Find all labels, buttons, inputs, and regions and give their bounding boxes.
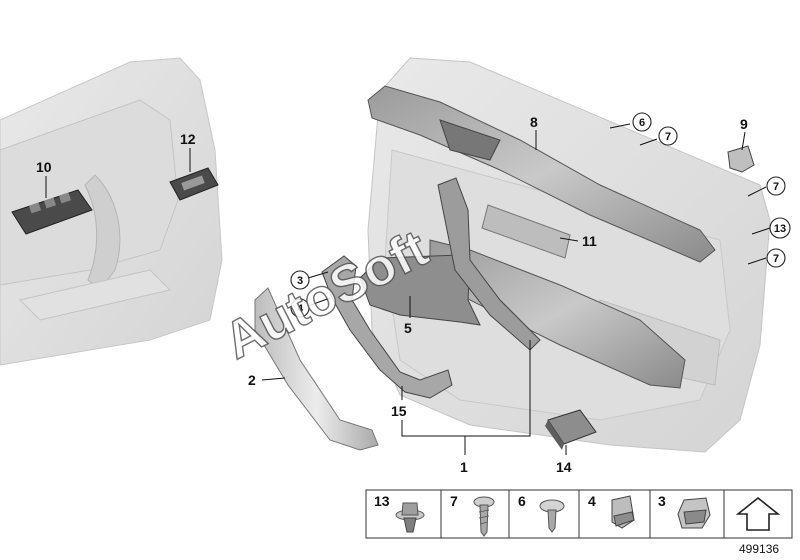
light-module bbox=[545, 409, 597, 450]
circled-callout-7c: 7 bbox=[766, 248, 786, 268]
circled-callout-6: 6 bbox=[632, 112, 652, 132]
window-switch-block bbox=[11, 189, 93, 235]
screw-icon bbox=[473, 496, 495, 537]
legend-num-1: 13 bbox=[374, 493, 390, 509]
armrest-insert bbox=[359, 254, 481, 326]
clip-9 bbox=[727, 145, 755, 173]
legend-num-3: 6 bbox=[518, 493, 526, 509]
svg-text:7: 7 bbox=[773, 253, 779, 265]
svg-text:4: 4 bbox=[297, 303, 304, 315]
callout-2: 2 bbox=[248, 372, 256, 388]
document-number: 499136 bbox=[739, 542, 779, 556]
callout-10: 10 bbox=[36, 159, 52, 175]
clip-nut-icon bbox=[611, 495, 635, 529]
legend-num-2: 7 bbox=[450, 493, 458, 509]
fastener-legend: 13 7 6 4 3 bbox=[365, 489, 793, 539]
svg-text:7: 7 bbox=[665, 131, 671, 143]
svg-text:3: 3 bbox=[297, 275, 303, 287]
svg-text:7: 7 bbox=[773, 181, 779, 193]
washer-screw-icon bbox=[539, 499, 565, 533]
callout-11: 11 bbox=[582, 233, 597, 249]
circled-callout-7b: 7 bbox=[766, 176, 786, 196]
callout-14: 14 bbox=[556, 459, 572, 475]
left-door-panel bbox=[0, 57, 223, 366]
callout-12: 12 bbox=[180, 131, 196, 147]
callout-9: 9 bbox=[740, 116, 748, 132]
leader-lines bbox=[45, 123, 771, 455]
legend-num-5: 3 bbox=[658, 493, 666, 509]
spreading-clip-icon bbox=[395, 502, 425, 533]
callout-8: 8 bbox=[530, 114, 538, 130]
right-door-panel bbox=[359, 57, 771, 453]
svg-text:13: 13 bbox=[774, 223, 786, 235]
circled-callout-4: 4 bbox=[290, 298, 310, 318]
direction-arrow-icon bbox=[735, 496, 781, 531]
svg-text:6: 6 bbox=[639, 117, 645, 129]
callout-15: 15 bbox=[391, 403, 407, 419]
callout-1: 1 bbox=[460, 459, 468, 475]
handle-trim bbox=[254, 287, 379, 451]
circled-callout-7a: 7 bbox=[658, 126, 678, 146]
handle-bracket bbox=[321, 255, 453, 399]
circled-callout-13: 13 bbox=[769, 217, 791, 239]
callout-5: 5 bbox=[404, 320, 412, 336]
legend-num-4: 4 bbox=[588, 493, 596, 509]
mirror-switch bbox=[169, 167, 219, 201]
circled-callout-3: 3 bbox=[290, 270, 310, 290]
clip-icon bbox=[677, 497, 711, 529]
